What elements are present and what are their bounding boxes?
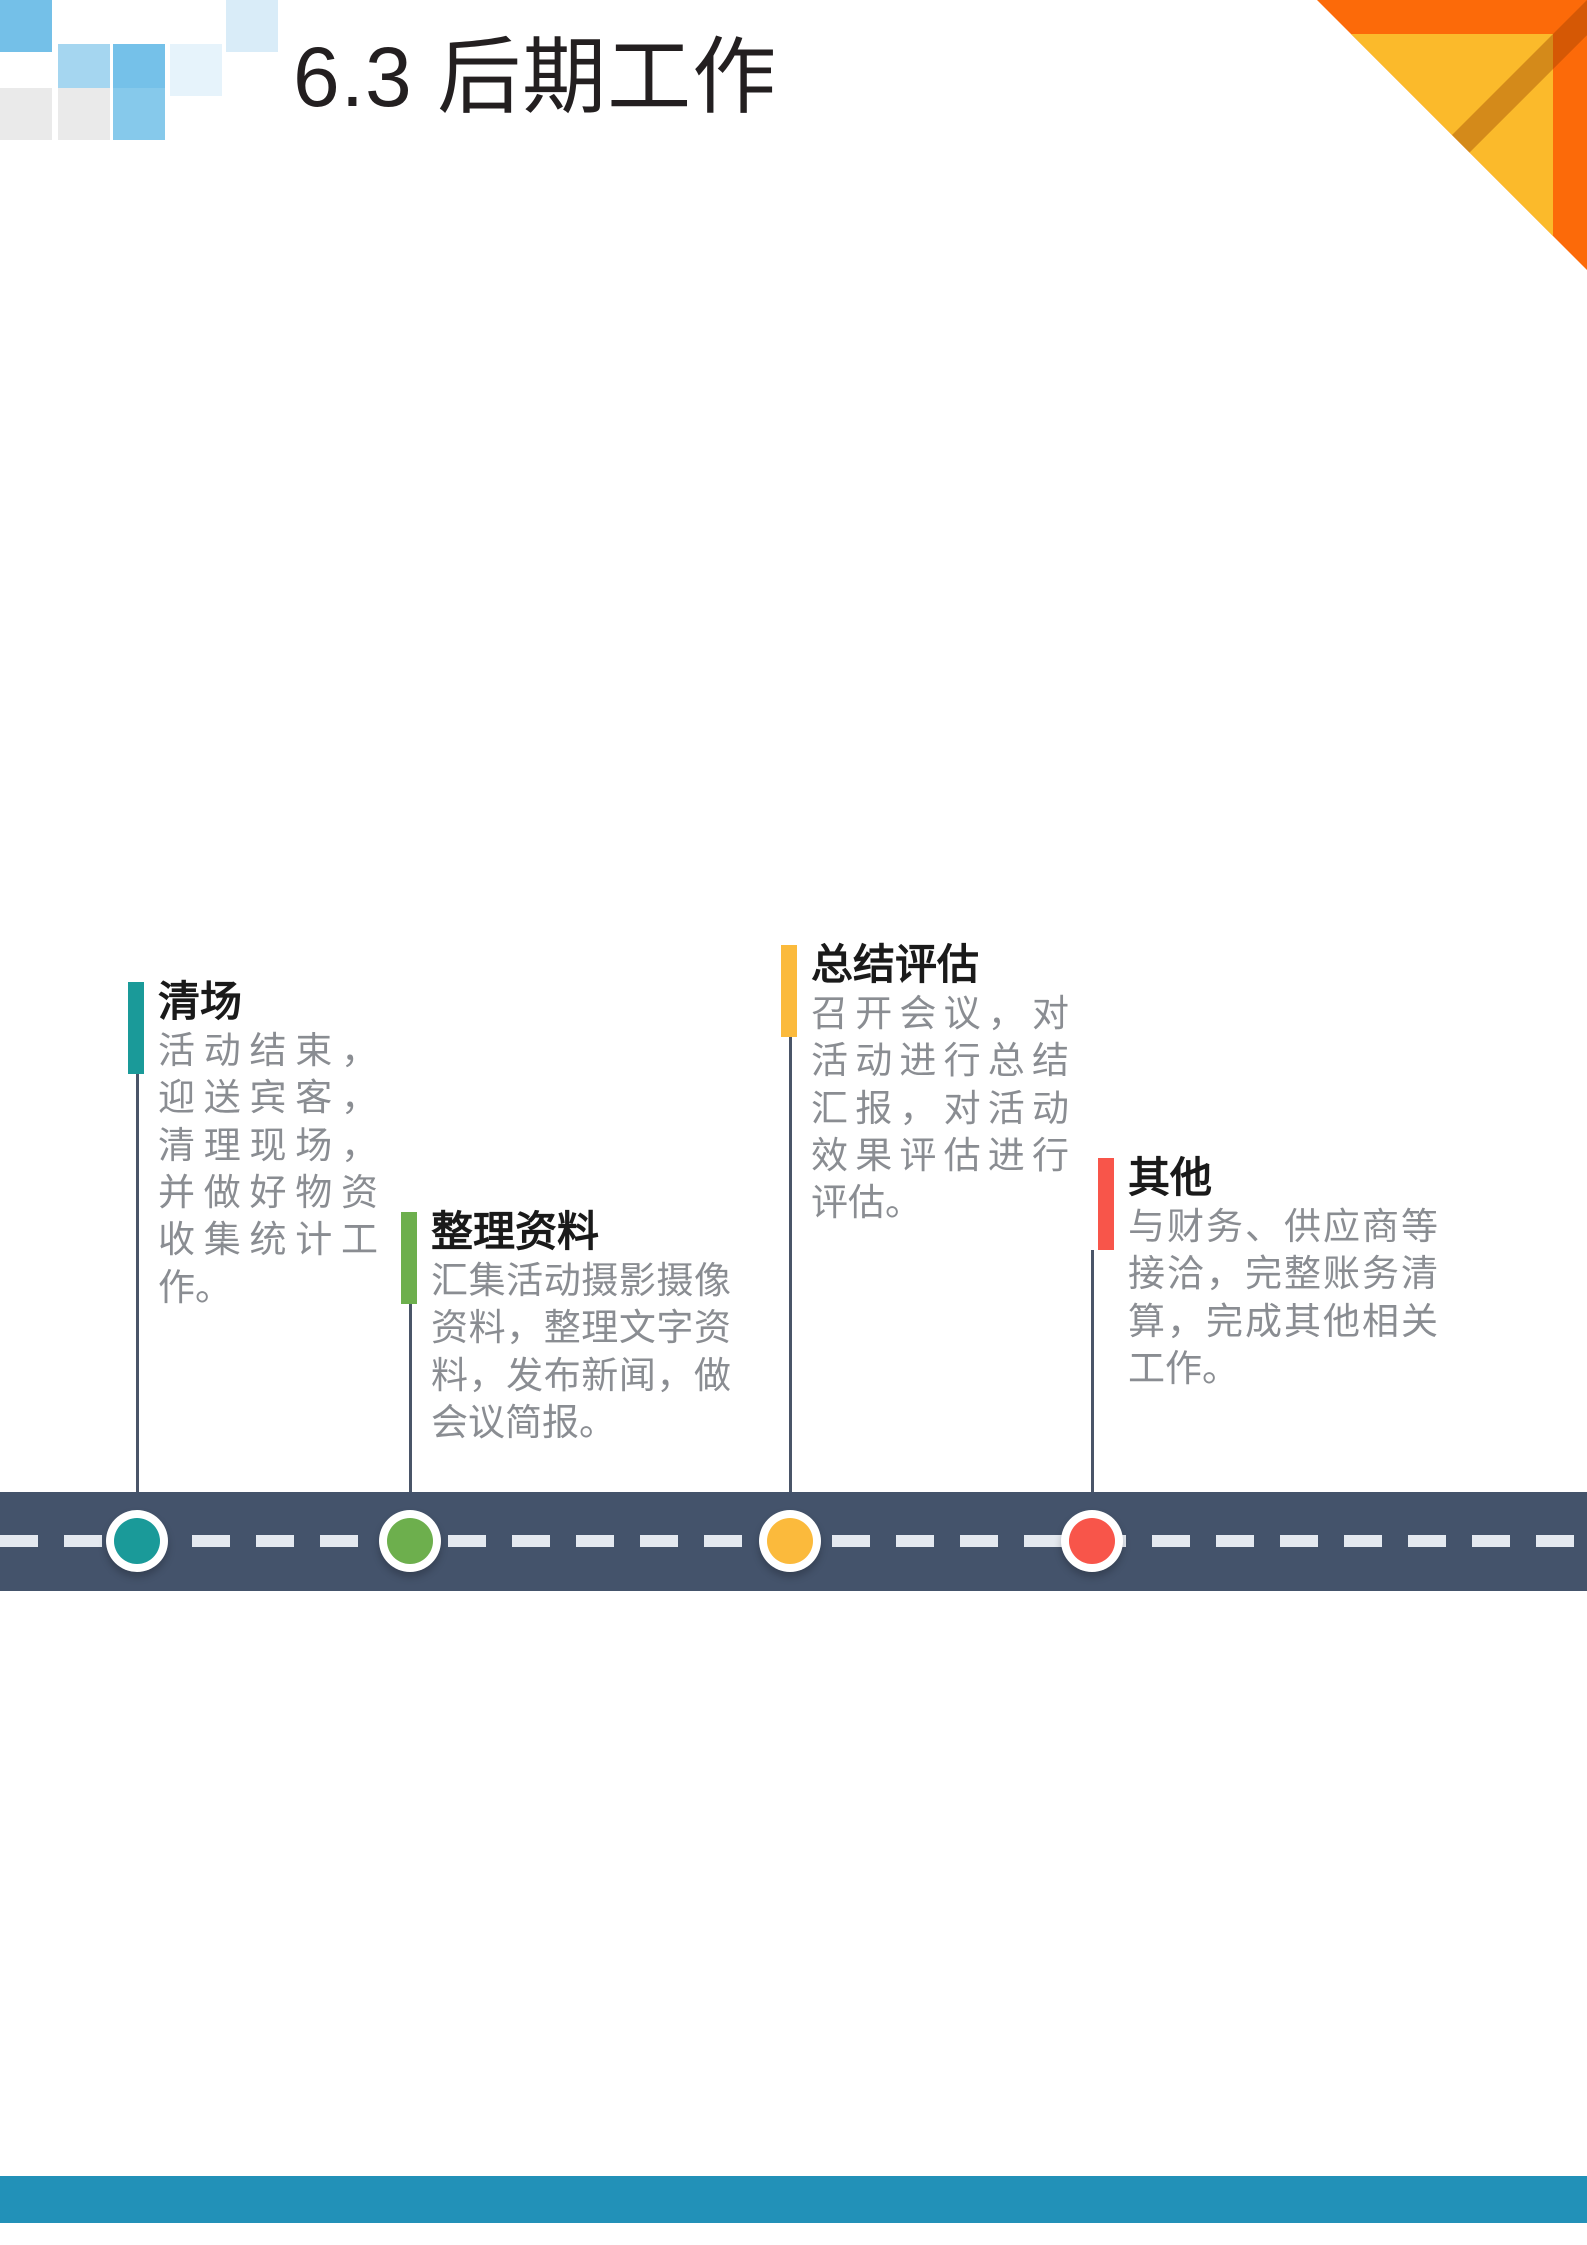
timeline-node-qita[interactable]: [1061, 1510, 1123, 1572]
corner-triangle-decoration: [1317, 0, 1587, 270]
corner-yellow-triangle: [1351, 34, 1553, 236]
item-text-group: 其他与财务、供应商等接洽，完整账务清算，完成其他相关工作。: [1128, 1158, 1438, 1393]
item-color-bar: [781, 945, 797, 1037]
timeline-node-dot: [387, 1518, 433, 1564]
item-title: 总结评估: [811, 943, 980, 989]
checker-square: [0, 88, 52, 140]
item-description: 活动结束，迎送宾客，清理现场，并做好物资收集统计工作。: [158, 1031, 378, 1309]
item-text-group: 整理资料汇集活动摄影摄像资料，整理文字资料，发布新闻，做会议简报。: [431, 1212, 731, 1447]
timeline-connector-line: [789, 1037, 792, 1524]
footer-accent-bar: [0, 2176, 1587, 2223]
timeline-node-zongjie-pinggu[interactable]: [759, 1510, 821, 1572]
checker-square: [58, 88, 110, 140]
item-color-bar: [1098, 1158, 1114, 1250]
item-description: 召开会议，对活动进行总结汇报，对活动效果评估进行评估。: [811, 994, 1069, 1225]
item-title: 清场: [158, 980, 243, 1026]
page-title: 6.3 后期工作: [293, 30, 778, 124]
item-title: 整理资料: [431, 1210, 600, 1256]
checker-square: [0, 0, 52, 52]
timeline-node-qingchang[interactable]: [106, 1510, 168, 1572]
timeline-node-dot: [1069, 1518, 1115, 1564]
checker-square: [226, 0, 278, 52]
timeline-node-dot: [767, 1518, 813, 1564]
item-description: 汇集活动摄影摄像资料，整理文字资料，发布新闻，做会议简报。: [431, 1261, 731, 1445]
checker-square: [170, 44, 222, 96]
timeline-node-dot: [114, 1518, 160, 1564]
timeline-connector-line: [136, 1074, 139, 1524]
item-color-bar: [401, 1212, 417, 1304]
checker-square: [113, 88, 165, 140]
item-color-bar: [128, 982, 144, 1074]
item-text-group: 总结评估召开会议，对活动进行总结汇报，对活动效果评估进行评估。: [811, 945, 1069, 1228]
item-text-group: 清场活动结束，迎送宾客，清理现场，并做好物资收集统计工作。: [158, 982, 378, 1312]
item-title: 其他: [1128, 1156, 1213, 1202]
timeline-connector-line: [409, 1304, 412, 1524]
timeline-connector-line: [1091, 1250, 1094, 1524]
checker-square: [113, 44, 165, 96]
checker-square: [58, 44, 110, 96]
item-description: 与财务、供应商等接洽，完整账务清算，完成其他相关工作。: [1128, 1207, 1438, 1391]
timeline-node-zhengli-ziliao[interactable]: [379, 1510, 441, 1572]
